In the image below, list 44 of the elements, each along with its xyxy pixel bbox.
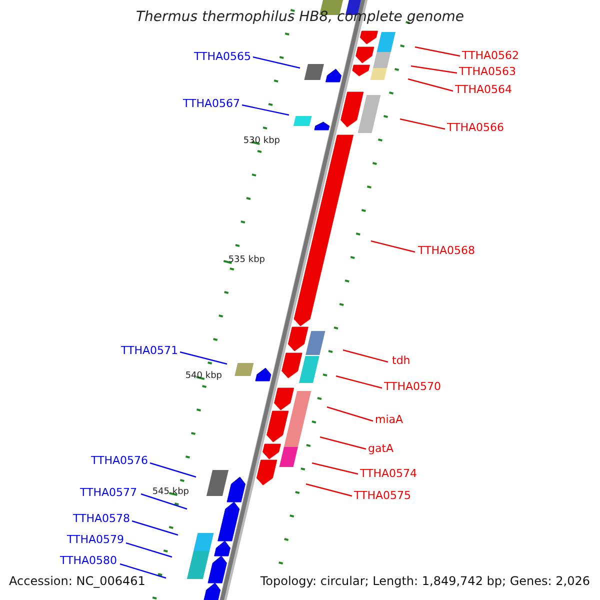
gene-label: TTHA0576 [90,454,148,467]
gene-label: TTHA0565 [194,50,251,63]
position-label: 540 kbp [185,370,222,383]
gene-label: gatA [368,442,394,455]
gene-label: TTHA0570 [384,380,442,393]
leader-line [242,104,290,116]
gene-label: TTHA0579 [66,533,124,546]
gene-label: TTHA0562 [462,49,520,62]
leader-line [410,65,458,74]
gene-label: TTHA0580 [60,554,117,567]
leader-line [306,483,352,497]
position-label: 535 kbp [228,254,265,267]
leader-line [326,406,374,422]
gene-label: TTHA0575 [354,489,412,502]
accession-text: Accession: NC_006461 [9,575,146,588]
gene-label: TTHA0564 [455,83,512,96]
leader-line [180,351,228,365]
gene-label: tdh [392,354,410,367]
leader-line [126,542,172,558]
leader-line [140,493,188,510]
gene-label: TTHA0571 [120,344,178,357]
leader-line [320,436,366,450]
gene-label: TTHA0578 [72,512,130,525]
gene-label: TTHA0563 [459,65,516,78]
leader-line [414,46,460,57]
leader-line [342,349,388,363]
leader-line [150,462,196,478]
leader-line [132,520,178,536]
leader-line [408,78,454,92]
position-label: 545 kbp [152,486,189,499]
leader-line [370,240,416,253]
leader-line [252,56,300,69]
genome-info-text: Topology: circular; Length: 1,849,742 bp; Genes: 2,026 [260,575,590,588]
position-label: 530 kbp [243,135,280,148]
gene-label: TTHA0568 [418,244,476,257]
leader-line [312,462,358,475]
leader-line [120,563,166,579]
gene-label: TTHA0574 [360,467,418,480]
leader-line [336,375,382,389]
gene-label: miaA [375,413,404,426]
gene-label: TTHA0567 [182,97,240,110]
gene-label: TTHA0577 [80,486,137,499]
gene-label: TTHA0566 [447,121,504,134]
leader-line [400,118,446,130]
